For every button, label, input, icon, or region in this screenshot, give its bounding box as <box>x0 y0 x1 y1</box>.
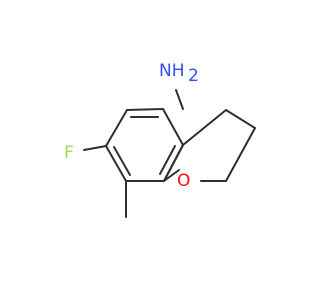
structure-diagram: NH 2 F O <box>64 61 256 218</box>
bond-c4-n <box>175 89 184 110</box>
fluorine-label: F <box>64 143 74 163</box>
bond-c8-c8a-inner <box>159 145 176 175</box>
bond-c6-c7 <box>105 145 127 182</box>
bonds <box>83 89 256 218</box>
bond-c8a-c4a <box>162 108 184 146</box>
bond-c4a-c4 <box>182 109 227 146</box>
oxygen-label: O <box>177 171 190 191</box>
bond-c8a-o-link <box>163 144 184 182</box>
amine-label: NH <box>159 61 185 81</box>
bond-c7-f <box>83 145 107 151</box>
bond-c6-c7-inner <box>113 146 131 176</box>
bond-c3-c2 <box>225 127 256 182</box>
molecule-canvas: NH 2 F O <box>64 61 256 218</box>
amine-h-count: 2 <box>188 66 199 86</box>
bond-c5-c6 <box>105 109 128 147</box>
bond-c4-c3 <box>225 109 256 129</box>
bond-o1-c8a <box>163 169 180 182</box>
bond-c4a-c5 <box>126 108 164 111</box>
atom-labels: NH 2 F O <box>64 61 199 191</box>
